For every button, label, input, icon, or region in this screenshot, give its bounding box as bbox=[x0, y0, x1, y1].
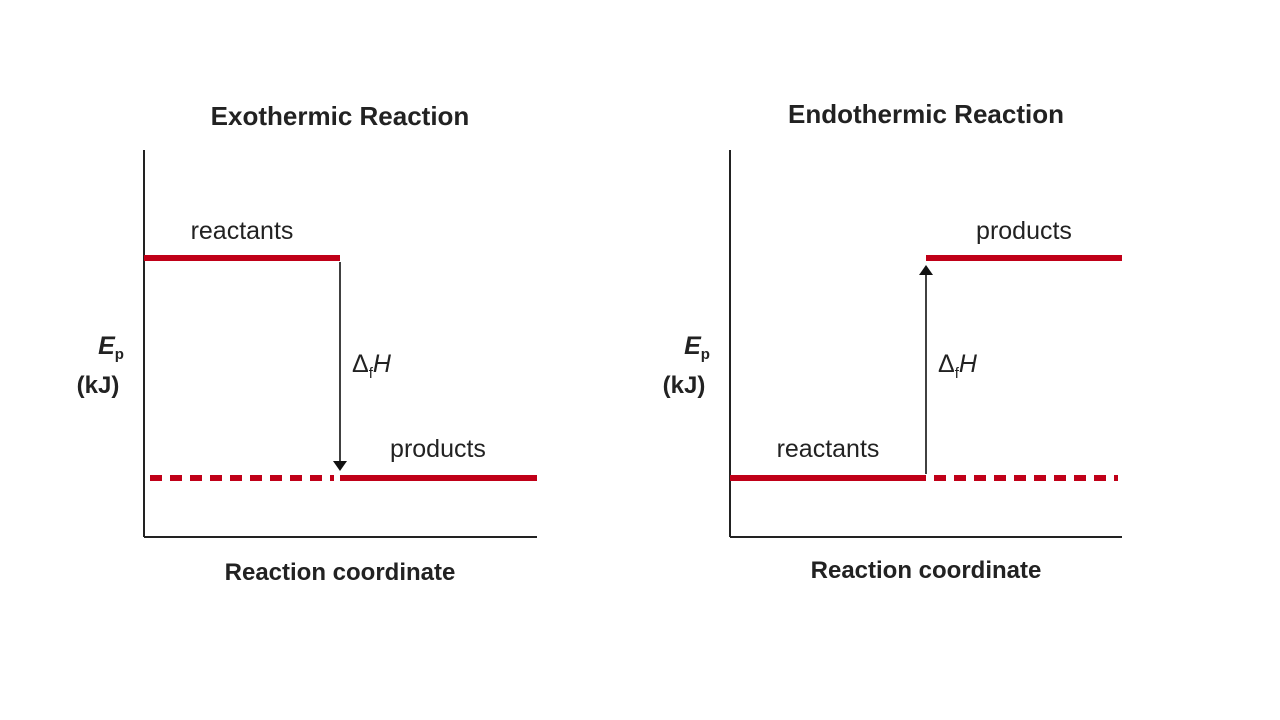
endothermic-x-axis-label: Reaction coordinate bbox=[811, 557, 1042, 584]
exothermic-products-label: products bbox=[390, 435, 486, 463]
endothermic-y-axis-unit: (kJ) bbox=[663, 372, 706, 399]
endothermic-products-label: products bbox=[976, 217, 1072, 245]
exothermic-delta-h-label: ΔfH bbox=[352, 350, 392, 382]
exothermic-panel: Exothermic Reaction Ep (kJ) reactants pr… bbox=[77, 101, 537, 586]
endothermic-title: Endothermic Reaction bbox=[788, 99, 1064, 129]
exothermic-reactants-label: reactants bbox=[191, 217, 294, 245]
endothermic-y-axis-label: Ep bbox=[684, 332, 710, 363]
exothermic-title: Exothermic Reaction bbox=[211, 101, 470, 131]
endothermic-reactants-label: reactants bbox=[777, 435, 880, 463]
exothermic-y-axis-label: Ep bbox=[98, 332, 124, 363]
endothermic-delta-h-label: ΔfH bbox=[938, 350, 978, 382]
endothermic-panel: Endothermic Reaction Ep (kJ) reactants p… bbox=[663, 99, 1122, 584]
exothermic-x-axis-label: Reaction coordinate bbox=[225, 559, 456, 586]
exothermic-y-axis-unit: (kJ) bbox=[77, 372, 120, 399]
